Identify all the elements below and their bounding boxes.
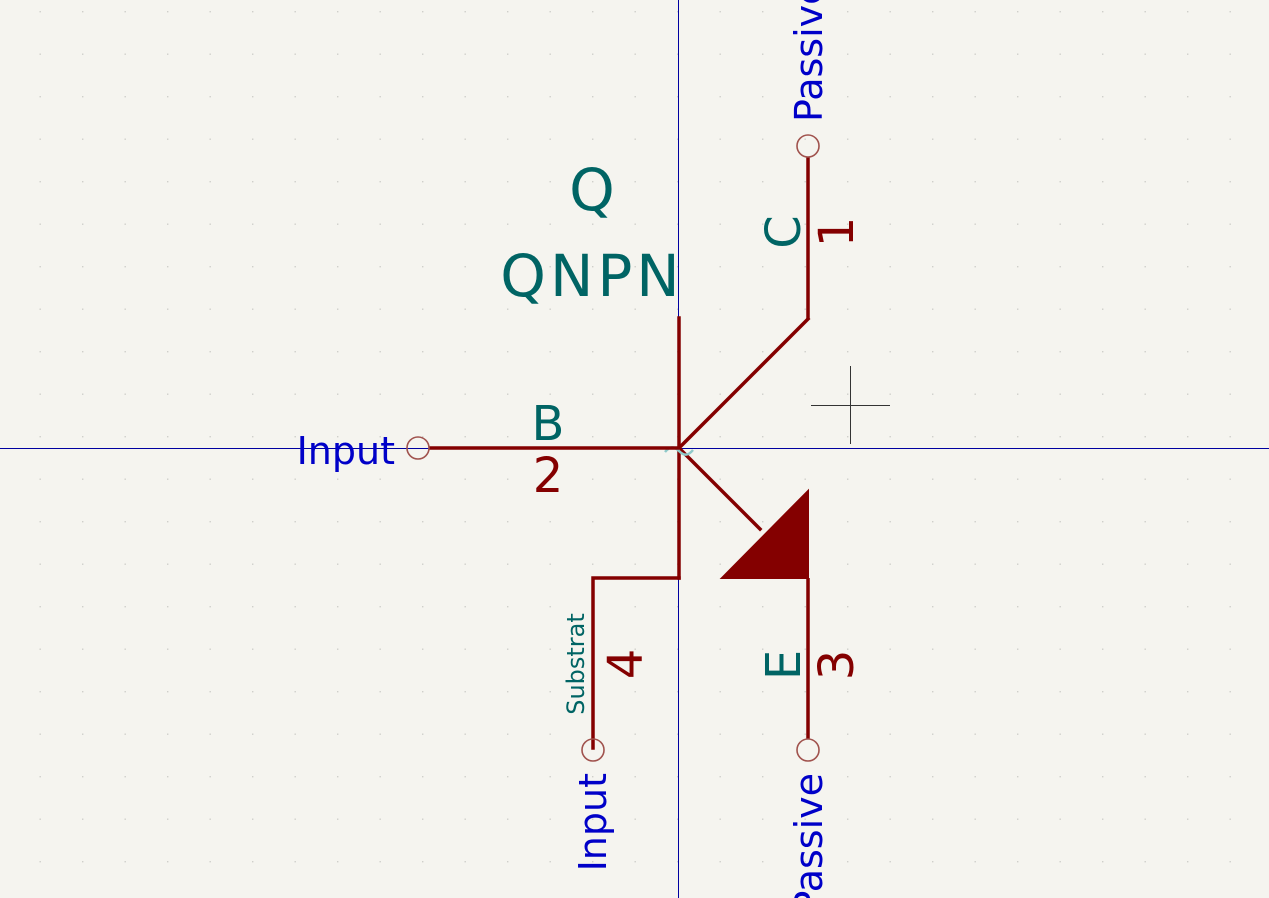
pin-end-icon xyxy=(796,134,820,158)
emitter-arrow-icon xyxy=(719,488,809,579)
substrate-connector xyxy=(591,576,681,750)
base-pin-type: Input xyxy=(297,429,395,473)
pin-emitter[interactable] xyxy=(796,578,820,762)
pin-end-icon xyxy=(581,738,605,762)
substrate-pin-number: 4 xyxy=(598,649,654,680)
emitter-pin-type: Passive xyxy=(787,773,831,898)
collector-diagonal xyxy=(676,316,811,451)
emitter-pin-number: 3 xyxy=(809,650,865,681)
transistor-body[interactable] xyxy=(591,316,811,750)
substrate-pin-name: Substrat xyxy=(562,613,590,715)
emitter-diagonal xyxy=(676,445,763,532)
emitter-pin-name: E xyxy=(756,650,812,680)
collector-pin-name: C xyxy=(756,215,812,249)
cursor-crosshair-icon xyxy=(811,366,890,444)
reference-field[interactable]: Q xyxy=(569,156,615,224)
pin-end-icon xyxy=(406,436,430,460)
base-pin-number: 2 xyxy=(533,448,564,504)
substrate-pin-type: Input xyxy=(571,773,615,871)
collector-pin-type: Passive xyxy=(787,0,831,122)
pin-base[interactable] xyxy=(406,436,679,460)
pin-collector[interactable] xyxy=(796,134,820,319)
collector-pin-number: 1 xyxy=(809,217,865,248)
pin-end-icon xyxy=(796,738,820,762)
base-pin-name: B xyxy=(532,396,565,452)
pin-substrate[interactable] xyxy=(581,738,605,762)
value-field[interactable]: QNPN xyxy=(500,242,683,310)
